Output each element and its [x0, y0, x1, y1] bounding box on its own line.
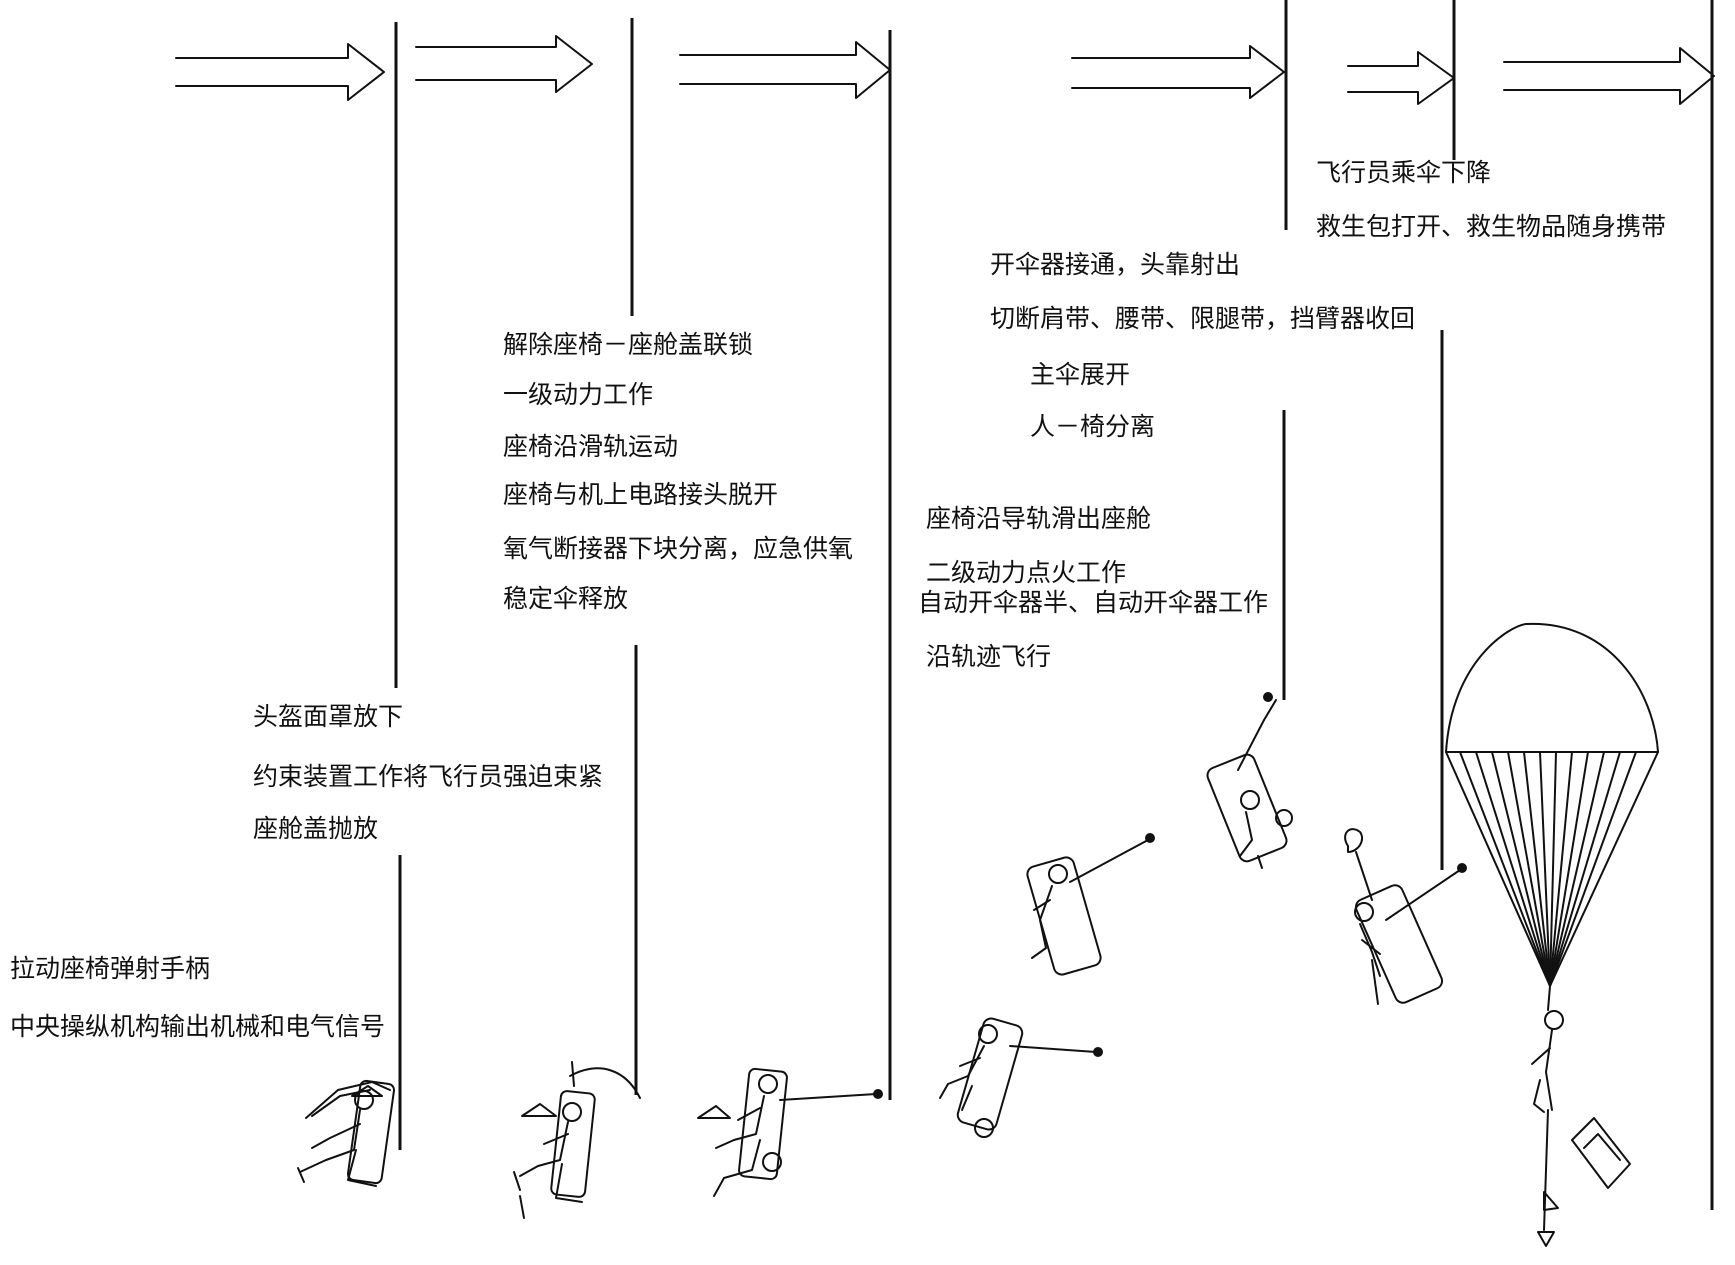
pilot-in-cockpit-illustration [297, 1079, 396, 1187]
step-parachute-opener-active: 自动开伞器半、自动开伞器工作 [918, 588, 1269, 617]
step-electrical-disconnect: 座椅与机上电路接头脱开 [503, 480, 779, 509]
step-main-chute-deploy: 主伞展开 [1030, 360, 1131, 389]
step-pull-ejection-handle: 拉动座椅弹射手柄 [10, 954, 211, 983]
step-emergency-oxygen: 氧气断接器下块分离，应急供氧 [503, 534, 854, 563]
flow-arrow-4 [1071, 45, 1285, 99]
seat-trajectory-flight-illustration [1026, 833, 1155, 976]
step-pilot-descent: 飞行员乘伞下降 [1316, 158, 1492, 187]
flow-arrow-3 [679, 41, 891, 99]
step-seat-moves-on-rail: 座椅沿滑轨运动 [503, 432, 679, 461]
flow-arrow-2 [415, 35, 593, 93]
step-survival-kit-open: 救生包打开、救生物品随身携带 [1316, 212, 1667, 241]
headrest-fired-illustration [1206, 692, 1293, 869]
man-seat-separation-illustration [1344, 828, 1467, 1005]
step-canopy-jettison: 座舱盖抛放 [253, 814, 379, 843]
step-man-seat-separation: 人－椅分离 [1030, 412, 1156, 441]
step-trajectory-flight: 沿轨迹飞行 [926, 642, 1052, 671]
step-seat-exits-cockpit: 座椅沿导轨滑出座舱 [926, 504, 1152, 533]
step-helmet-visor-down: 头盔面罩放下 [253, 702, 404, 731]
step-headrest-fired: 开伞器接通，头靠射出 [990, 250, 1241, 279]
step-central-control-signal: 中央操纵机构输出机械和电气信号 [10, 1012, 386, 1041]
survival-kit [1571, 1117, 1631, 1189]
parachute-suspension-lines [1445, 751, 1659, 987]
step-first-stage-power: 一级动力工作 [503, 380, 654, 409]
canopy-jettison-illustration [513, 1061, 641, 1219]
flow-arrow-5 [1347, 51, 1455, 105]
step-unlock-seat-canopy: 解除座椅－座舱盖联锁 [503, 330, 754, 359]
step-restraint-tighten: 约束装置工作将飞行员强迫束紧 [253, 762, 604, 791]
step-harness-cut: 切断肩带、腰带、限腿带，挡臂器收回 [990, 304, 1416, 333]
step-second-stage-ignition: 二级动力点火工作 [926, 558, 1127, 587]
seat-on-rails-illustration [697, 1067, 883, 1197]
seat-exit-cockpit-illustration [939, 1017, 1103, 1138]
flow-arrow-6 [1503, 47, 1715, 105]
flow-arrow-1 [175, 43, 385, 101]
main-parachute-illustration [1445, 622, 1659, 1247]
step-drogue-release: 稳定伞释放 [503, 584, 629, 613]
